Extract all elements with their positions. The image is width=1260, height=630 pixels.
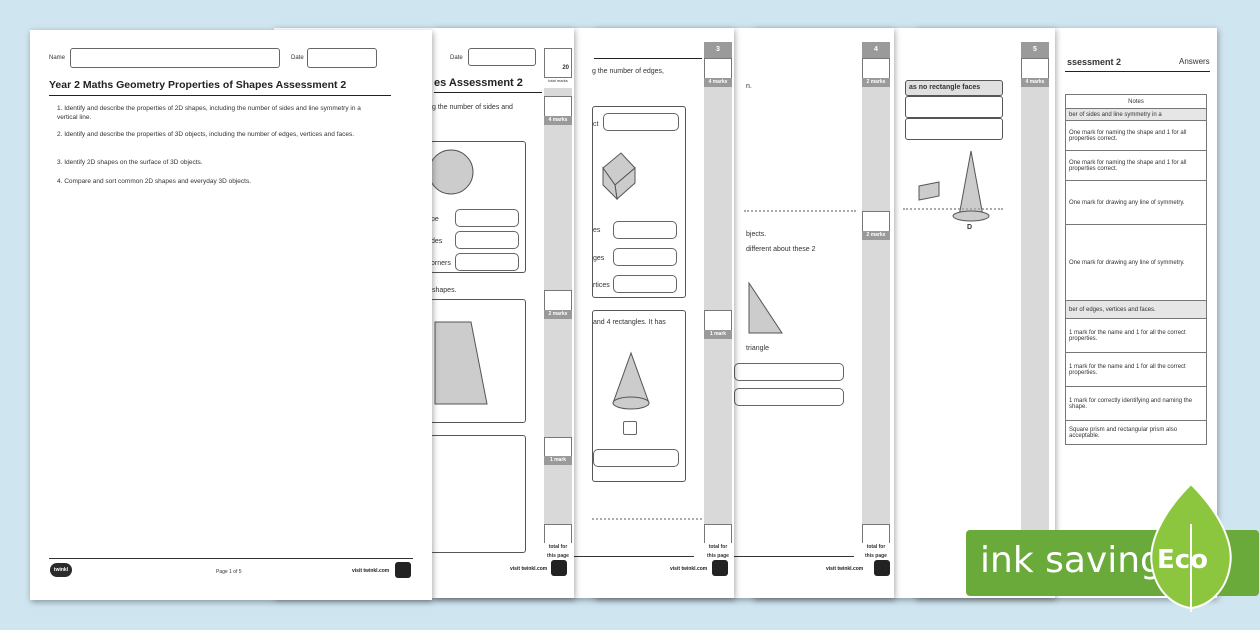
q3-answer-box[interactable] xyxy=(613,221,677,239)
shape-d-label: D xyxy=(967,224,973,231)
q2-mark-label: 2 marks xyxy=(544,310,572,319)
shapes-label: shapes. xyxy=(432,287,457,294)
q3-mark-label: 4 marks xyxy=(704,78,732,87)
q1-answer-box[interactable] xyxy=(455,253,519,271)
q3-panel: ct es ges rtices xyxy=(592,106,686,298)
q5-number: 5 xyxy=(1021,42,1049,58)
twinkl-logo: twinkl xyxy=(50,563,72,577)
q2-panel xyxy=(430,299,526,423)
q3-row-label: ct xyxy=(593,121,599,128)
q1-mark-label: 4 marks xyxy=(544,116,572,125)
total-marks-box: 20 xyxy=(544,48,572,78)
q1-answer-box[interactable] xyxy=(455,209,519,227)
total-marks-value: 20 xyxy=(562,65,569,71)
footer-badge-icon xyxy=(395,562,411,578)
q4-answer-box[interactable] xyxy=(734,388,844,406)
notes-cell: Square prism and rectangular prism also … xyxy=(1065,420,1207,445)
cover-page: Name Date Year 2 Maths Geometry Properti… xyxy=(30,30,432,600)
q3-mark-label: 1 mark xyxy=(704,330,732,339)
ink-saving-label: ink saving xyxy=(980,540,1163,581)
q1-row-label: des xyxy=(431,238,443,245)
page-title: Year 2 Maths Geometry Properties of Shap… xyxy=(49,79,347,91)
q4-number: 4 xyxy=(862,42,890,58)
q3-answer-box[interactable] xyxy=(603,113,679,131)
cone-shape xyxy=(612,351,650,410)
q3-answer-box[interactable] xyxy=(613,248,677,266)
q3-row-label: es xyxy=(593,227,601,234)
notes-cell: 1 mark for the name and 1 for all the co… xyxy=(1065,352,1207,387)
date-field[interactable] xyxy=(468,48,536,66)
notes-cell: One mark for drawing any line of symmetr… xyxy=(1065,180,1207,225)
q4-fragment-3: different about these 2 xyxy=(746,246,816,253)
q3-cone-panel: and 4 rectangles. It has xyxy=(592,310,686,482)
date-field[interactable] xyxy=(307,48,377,68)
q5-mark-label: 4 marks xyxy=(1021,78,1049,87)
q5-header-box: as no rectangle faces xyxy=(905,80,1003,96)
footer-visit: visit twinkl.com xyxy=(352,568,390,574)
answers-title: ssessment 2 xyxy=(1067,57,1122,67)
cone-shape-d xyxy=(918,150,990,222)
q1-fragment: g the number of sides and xyxy=(432,104,513,111)
circle-shape xyxy=(431,149,474,195)
q1-row-label: orners xyxy=(431,260,451,267)
q5-answer-row xyxy=(905,118,1003,140)
q2b-mark-label: 1 mark xyxy=(544,456,572,465)
date-label: Date xyxy=(450,55,463,61)
q5-answer-row xyxy=(905,96,1003,118)
q3-answer-box[interactable] xyxy=(593,449,679,467)
objective-item: 3. Identify 2D shapes on the surface of … xyxy=(57,159,203,166)
answers-notes-table: Notes ber of sides and line symmetry in … xyxy=(1065,94,1207,445)
page-number: Page 1 of 5 xyxy=(216,569,242,575)
objective-item: 2. Identify and describe the properties … xyxy=(57,131,355,138)
q3-tick-box[interactable] xyxy=(623,421,637,435)
q3-row-label: ges xyxy=(593,255,605,262)
objective-item: 4. Compare and sort common 2D shapes and… xyxy=(57,178,252,185)
q3-fragment: g the number of edges, xyxy=(592,68,664,75)
q4-answer-box[interactable] xyxy=(734,363,844,381)
notes-cell: ber of sides and line symmetry in a xyxy=(1065,108,1207,121)
answers-label: Answers xyxy=(1179,57,1210,66)
notes-cell: One mark for drawing any line of symmetr… xyxy=(1065,224,1207,301)
eco-badge-label: Eco xyxy=(1157,545,1209,575)
notes-cell: One mark for naming the shape and 1 for … xyxy=(1065,120,1207,151)
q3-answer-box[interactable] xyxy=(613,275,677,293)
footer-visit: visit twinkl.com xyxy=(826,566,864,572)
q3-question-text: and 4 rectangles. It has xyxy=(593,319,666,326)
objective-item: 1. Identify and describe the properties … xyxy=(57,105,361,121)
q4-fragment-4: triangle xyxy=(746,345,769,352)
eco-leaf-icon xyxy=(1150,484,1232,612)
q4-mark-label: 2 marks xyxy=(862,231,890,240)
q2-total-label: total for this page xyxy=(544,543,572,559)
total-marks-label: total marks xyxy=(548,78,568,83)
q3-number: 3 xyxy=(704,42,732,58)
footer-visit: visit twinkl.com xyxy=(510,566,548,572)
footer-badge-icon xyxy=(551,560,567,576)
notes-header: Notes xyxy=(1065,94,1207,109)
q2-answer-panel xyxy=(430,435,526,553)
page2-title: es Assessment 2 xyxy=(434,77,523,89)
trapezium-shape xyxy=(434,321,488,405)
prism-shape xyxy=(602,152,636,201)
date-label: Date xyxy=(291,55,304,61)
footer-visit: visit twinkl.com xyxy=(670,566,708,572)
q4-fragment-1: n. xyxy=(746,83,752,90)
q3-row-label: rtices xyxy=(593,282,610,289)
q1-answer-box[interactable] xyxy=(455,231,519,249)
q5-header-text: as no rectangle faces xyxy=(909,84,981,91)
notes-cell: ber of edges, vertices and faces. xyxy=(1065,300,1207,319)
footer-badge-icon xyxy=(712,560,728,576)
footer-badge-icon xyxy=(874,560,890,576)
q4-fragment-2: bjects. xyxy=(746,231,767,238)
name-label: Name xyxy=(49,55,66,61)
notes-cell: 1 mark for correctly identifying and nam… xyxy=(1065,386,1207,421)
notes-cell: One mark for naming the shape and 1 for … xyxy=(1065,150,1207,181)
q1-panel: pe des orners xyxy=(430,141,526,273)
q4-total-label: total for this page xyxy=(862,543,890,559)
q4-mark-label: 2 marks xyxy=(862,78,890,87)
triangle-shape xyxy=(748,281,783,334)
q3-total-label: total for this page xyxy=(704,543,732,559)
name-field[interactable] xyxy=(70,48,280,68)
notes-cell: 1 mark for the name and 1 for all the co… xyxy=(1065,318,1207,353)
q1-row-label: pe xyxy=(431,216,439,223)
